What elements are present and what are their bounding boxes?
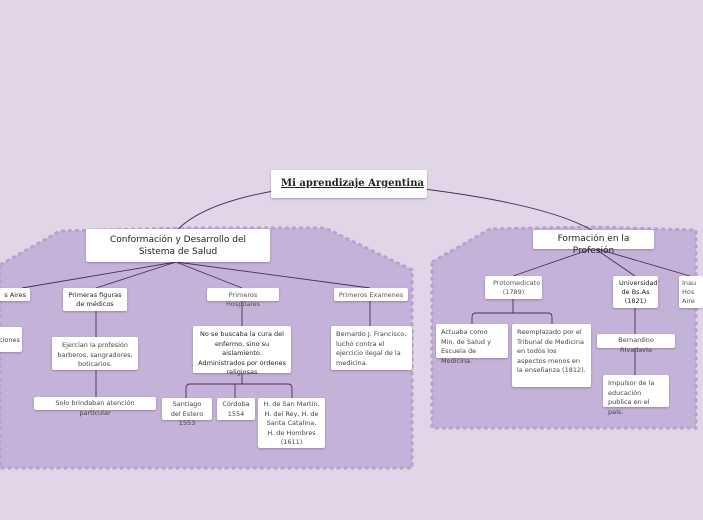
hospital-cordoba[interactable]: Córdoba 1554	[217, 398, 255, 420]
connector-root-left	[176, 189, 281, 231]
leaf-bernardino-rivadavia[interactable]: Bernardino Rivadavia	[597, 334, 675, 354]
connector-hospitales-bracket	[185, 373, 293, 398]
topic-primeros-examenes[interactable]: Primeros Examenes	[334, 288, 408, 301]
connector-left-buenos-aires	[21, 261, 177, 289]
topic-buenos-aires[interactable]: s Aires	[0, 288, 30, 301]
leaf-tribunal-medicina[interactable]: Reemplazado por el Tribunal de Medicina …	[512, 324, 591, 387]
right-branch-title[interactable]: Formación en la Profesión	[533, 230, 654, 256]
hospital-santiago[interactable]: Santiago del Estero 1553	[162, 398, 212, 427]
topic-primeros-hospitales[interactable]: Primeros Hospitales	[207, 288, 279, 308]
connector-root-right	[423, 188, 594, 232]
leaf-hospitales-aislamiento[interactable]: No se buscaba la cura del enfermo, sino …	[193, 326, 291, 376]
connector-left-hospitales	[175, 261, 243, 289]
topic-protomedicato[interactable]: Protomedicato (1789)	[485, 276, 542, 299]
topic-inau[interactable]: Inau Hos Aire	[679, 276, 703, 308]
leaf-atencion-particular[interactable]: Solo brindaban atención particular	[34, 397, 156, 417]
topic-primeras-figuras[interactable]: Primeras figuras de médicos	[63, 288, 127, 311]
connector-right-protomedicato	[512, 247, 595, 277]
leaf-min-salud[interactable]: Actuaba como Min. de Salud y Escuela de …	[436, 324, 508, 365]
leaf-bernardo-francisco[interactable]: Bernardo J. Francisco, luchó contra el e…	[331, 326, 412, 370]
leaf-educacion-publica[interactable]: Impulsor de la educación publica en el p…	[603, 375, 669, 416]
topic-universidad[interactable]: Universidad de Bs.As (1821)	[613, 276, 658, 308]
connector-right-inau	[593, 247, 691, 277]
leaf-buenos-aires[interactable]: ciones	[0, 327, 22, 352]
connector-protomedicato-bracket	[471, 299, 553, 326]
hospital-san-martin[interactable]: H. de San Martín, H. del Rey, H. de Sant…	[258, 398, 325, 448]
root-node[interactable]: Mi aprendizaje Argentina	[271, 170, 427, 198]
connector-left-figuras	[95, 261, 177, 289]
connector-left-examenes	[175, 261, 371, 289]
connector-right-universidad	[593, 247, 636, 277]
leaf-primeras-figuras[interactable]: Ejercían la profesión barberos, sangrado…	[52, 337, 138, 370]
left-branch-title[interactable]: Conformación y Desarrollo del Sistema de…	[86, 229, 270, 262]
